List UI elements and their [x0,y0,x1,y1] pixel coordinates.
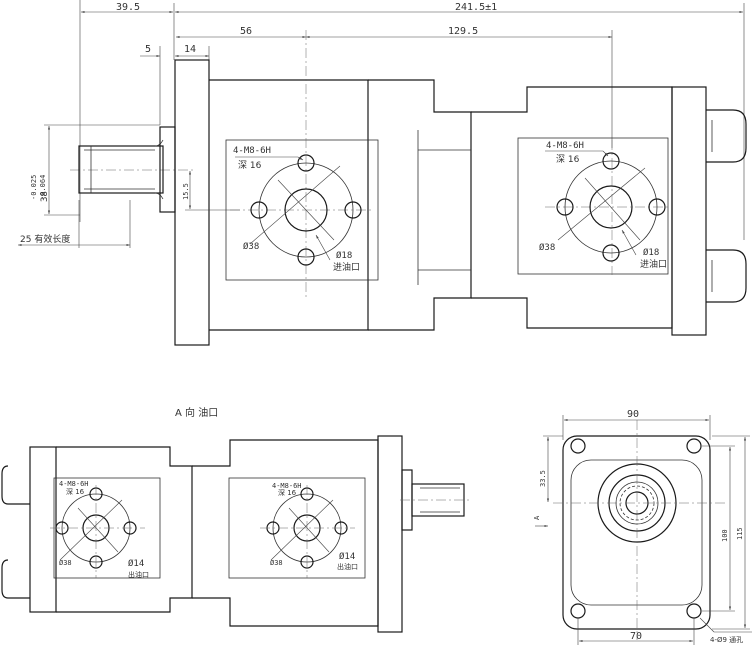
pcd-label-1: Ø38 [243,241,259,252]
inlet-dia-2: Ø18 [643,247,659,258]
outlet-label-2: 出油口 [337,562,358,571]
dim-56: 56 [176,26,306,39]
thread-note-out-2: 4-M8-6H [272,482,302,490]
depth-note-1: 深 16 [238,160,262,171]
dim-effective-length: 25 有效长度 [18,200,131,248]
bolt-hole [648,198,666,216]
inlet-label-2: 进油口 [640,258,667,270]
body-rear [471,86,747,336]
thread-note-1: 4-M8-6H [233,146,271,156]
dim-5-label: 5 [145,44,151,55]
dim-90-label: 90 [627,409,639,420]
dim-overall: 241.5±1 [173,2,745,240]
inlet-dia-1: Ø18 [336,250,352,261]
dim-33-5: 33.5 [539,435,563,502]
hub [159,126,176,213]
body-front [209,79,472,331]
pcd-out-1: Ø38 [59,559,72,567]
effective-length-label: 25 有效长度 [20,233,70,245]
front-flange [174,59,210,346]
dim-70-label: 70 [630,631,642,642]
outlet-dia-2: Ø14 [339,551,355,562]
dim-129-5-label: 129.5 [448,26,478,37]
outlet-dia-1: Ø14 [128,558,144,569]
dim-115-label: 115 [736,527,744,540]
bolt-hole [297,154,315,172]
bolt-hole [602,152,620,170]
dim-39-5-label: 39.5 [116,2,140,13]
holes-note: 4-Ø9 通孔 [699,617,752,644]
mount-hole [570,603,586,619]
dim-shaft-dia: -0.025 -0.064 38 [30,124,160,216]
pcd-out-2: Ø38 [270,559,283,567]
bolt-hole [89,555,103,569]
pcd-label-2: Ø38 [539,242,555,253]
dim-overall-label: 241.5±1 [455,2,497,13]
thread-note-2: 4-M8-6H [546,141,584,151]
bolt-hole [297,248,315,266]
bolt-hole [556,198,574,216]
port-pad-out-2 [228,477,366,579]
depth-note-2: 深 16 [556,154,580,165]
body-rear-bottom [56,446,193,613]
dim-90: 90 [562,409,711,440]
flange-bottom [377,435,403,633]
bolt-hole [344,201,362,219]
bolt-hole [300,555,314,569]
end-cap-bottom [29,446,57,613]
mount-hole [686,603,702,619]
shaft-tol-upper: -0.025 [30,175,38,200]
inlet-port-1: 4-M8-6H 深 16 Ø38 Ø18 进油口 [230,30,372,300]
holes-note-label: 4-Ø9 通孔 [710,635,743,644]
shaft-dia-label: 38 [40,191,50,202]
shaft [78,139,164,200]
end-boss-top [706,109,747,163]
bolt-hole [602,244,620,262]
dim-100: 100 [702,445,735,612]
dim-129-5: 129.5 [306,26,613,148]
dim-70: 70 [577,618,695,645]
end-boss [1,465,30,599]
inlet-label-1: 进油口 [333,261,360,273]
inlet-port-2: 4-M8-6H 深 16 Ø38 Ø18 进油口 [539,140,668,275]
dim-5-14: 5 14 [140,44,210,125]
depth-note-out-1: 深 16 [66,487,85,496]
dim-115: 115 [712,435,750,630]
flange-inner [570,459,703,606]
mount-hole [686,438,702,454]
dim-39-5: 39.5 [79,0,173,222]
outlet-label-1: 出油口 [128,570,149,579]
dim-100-label: 100 [721,529,729,542]
dim-14-label: 14 [184,44,196,55]
top-view: 39.5 241.5±1 56 129.5 5 14 [18,0,747,346]
flange-outline [562,435,711,630]
dim-56-label: 56 [240,26,252,37]
port-pad-2 [517,137,669,275]
end-boss-bottom [706,249,747,303]
bottom-view: 4-M8-6H 深 16 Ø38 Ø14 出油口 4-M8-6H 深 16 Ø3… [1,435,470,633]
bolt-hole [250,201,268,219]
depth-note-out-2: 深 16 [278,488,297,497]
thread-note-out-1: 4-M8-6H [59,480,89,488]
outlet-port-1: 4-M8-6H 深 16 Ø38 Ø14 出油口 [50,480,149,579]
dim-15-5: 15.5 [182,171,240,211]
end-cap [671,86,707,336]
view-marker-label: A [533,515,541,520]
view-a-title: A 向 油口 [175,406,218,419]
shaft-tol-lower: -0.064 [39,175,47,200]
view-marker: A [533,515,548,528]
outlet-port-2: 4-M8-6H 深 16 Ø38 Ø14 出油口 [260,482,358,578]
mount-hole [570,438,586,454]
flange-view: 90 33.5 A 100 [533,409,752,645]
dim-33-5-label: 33.5 [539,470,547,487]
body-front-bottom [192,439,379,627]
dim-15-5-label: 15.5 [182,183,190,200]
